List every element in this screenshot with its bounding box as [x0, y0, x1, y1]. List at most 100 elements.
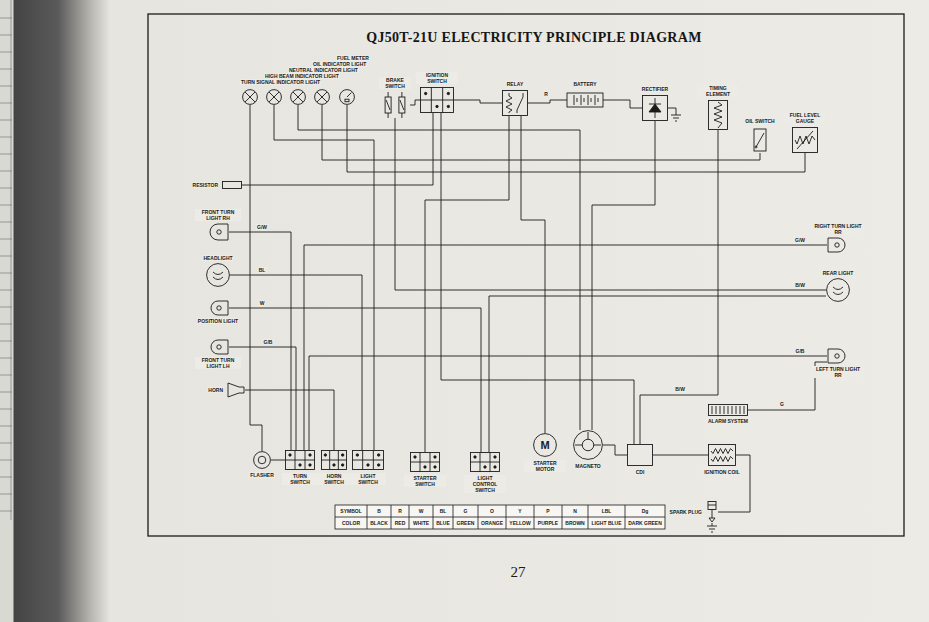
position-lamp-outline: [207, 300, 229, 316]
turn-lamp-stroke: [835, 243, 839, 247]
turn-lamp-drawing: [210, 224, 228, 240]
ignition-switch-stroke: [424, 92, 426, 94]
battery-symbol-stroke: [598, 98, 599, 102]
timing-element-stroke: [714, 102, 722, 128]
fuel-meter-outline: [338, 89, 356, 105]
ground-bar: [675, 121, 677, 122]
spark-plug: SPARK PLUG: [706, 501, 718, 523]
table-cell: GREEN: [457, 520, 475, 526]
wire: [250, 105, 262, 451]
switch-box: STARTER SWITCH: [410, 452, 440, 472]
indicator-lamp-stroke: [269, 92, 279, 102]
switch-box: LIGHT SWITCH: [352, 450, 384, 470]
table-cell: COLOR: [342, 520, 360, 526]
turn-lamp-stroke: [217, 230, 221, 234]
ground-lead: [668, 108, 676, 109]
table-line: [367, 505, 368, 529]
component-label: LIGHT SWITCH: [350, 473, 386, 485]
ground-bar: [673, 118, 679, 119]
relay-symbol-stroke: [517, 97, 523, 110]
wire: [242, 113, 433, 185]
connector-block-stroke: [720, 406, 721, 414]
table-line: [433, 505, 434, 529]
wire: [489, 296, 826, 452]
facing-page-rule: [0, 154, 12, 155]
table-line: [453, 505, 454, 529]
table-cell: R: [398, 508, 402, 514]
connector-block-stroke: [724, 406, 725, 414]
switch-box-drawing: [353, 451, 384, 470]
table-line: [625, 505, 626, 529]
component-label: TURN SIGNAL INDICATOR LIGHT: [240, 79, 321, 85]
page-number: 27: [511, 564, 526, 581]
component-label: TURN SWITCH: [282, 473, 318, 485]
component-label: LIGHT CONTROL SWITCH: [464, 475, 506, 493]
table-cell: BLACK: [370, 520, 388, 526]
component-label: STARTER SWITCH: [404, 475, 446, 487]
facing-page-rule: [0, 35, 12, 36]
switch-box-stroke: [434, 456, 436, 458]
component-label: RECTIFIER: [641, 86, 669, 92]
component-label: RIGHT TURN LIGHT RR: [812, 223, 864, 235]
component-label: NEUTRAL INDICATOR LIGHT: [288, 67, 359, 73]
connector-block-stroke: [740, 406, 741, 414]
horn-symbol-outline: [227, 382, 245, 398]
facing-page: [0, 0, 12, 520]
fuel-sensor: FUEL LEVEL GAUGE: [792, 127, 818, 153]
spark-plug-outline: [706, 501, 718, 523]
connector-block-stroke: [709, 405, 748, 416]
switch-box-drawing: [322, 451, 347, 470]
facing-page-rule: [0, 477, 12, 478]
turn-lamp-outline: [827, 348, 849, 364]
indicator-lamp-stroke: [245, 92, 255, 102]
wire: [245, 390, 334, 450]
wire: [528, 100, 565, 103]
switch-box-drawing: [286, 451, 315, 470]
ignition-switch-stroke: [447, 92, 449, 94]
switch-box-stroke: [434, 466, 436, 468]
fuel-meter-drawing: [340, 90, 355, 105]
ground-bar: [671, 115, 681, 116]
fuel-meter-stroke: [345, 99, 349, 102]
facing-page-rule: [0, 69, 12, 70]
indicator-lamp-outline: [242, 89, 258, 105]
brake-switch-drawing: [385, 92, 405, 118]
component-label: IGNITION COIL: [703, 469, 741, 475]
horn-symbol-stroke: [228, 383, 244, 397]
wire: [298, 105, 580, 430]
oil-switch-drawing: [754, 129, 766, 151]
relay-symbol-stroke: [523, 93, 524, 97]
table-cell: PURPLE: [538, 520, 558, 526]
headlight-lamp-drawing: [207, 264, 230, 287]
component-label: FRONT TURN LIGHT LH: [195, 357, 241, 369]
switch-box: TURN SWITCH: [285, 450, 315, 470]
wire: [395, 118, 826, 290]
turn-lamp-stroke: [217, 345, 221, 349]
connector-block-stroke: [732, 406, 733, 414]
spark-plug-stroke: [712, 510, 713, 519]
fuel-sensor-stroke: [797, 131, 813, 149]
resistor-symbol: RESISTOR: [222, 181, 242, 189]
symbol-letter: M: [533, 433, 557, 457]
wire: [605, 100, 642, 108]
switch-box-drawing: [471, 453, 500, 472]
turn-lamp-stroke: [828, 349, 845, 363]
ground-lead: [676, 108, 677, 115]
facing-page-rule: [0, 494, 12, 495]
ignition-coil-stroke: [709, 445, 736, 466]
indicator-lamp-outline: [266, 89, 282, 105]
magneto-symbol-outline: [573, 430, 603, 460]
resistor-symbol-drawing: [223, 182, 242, 189]
ignition-switch-stroke: [421, 88, 454, 113]
turn-lamp-drawing: [828, 349, 845, 363]
component-label: OIL INDICATOR LIGHT: [312, 61, 367, 67]
facing-page-rule: [0, 375, 12, 376]
ignition-coil-drawing: [709, 445, 736, 466]
component-label: ALARM SYSTEM: [707, 418, 749, 424]
switch-box-stroke: [353, 451, 384, 470]
facing-page-rule: [0, 460, 12, 461]
diagram-frame: [148, 14, 904, 536]
facing-page-rule: [0, 137, 12, 138]
horn-symbol-drawing: [228, 383, 244, 397]
